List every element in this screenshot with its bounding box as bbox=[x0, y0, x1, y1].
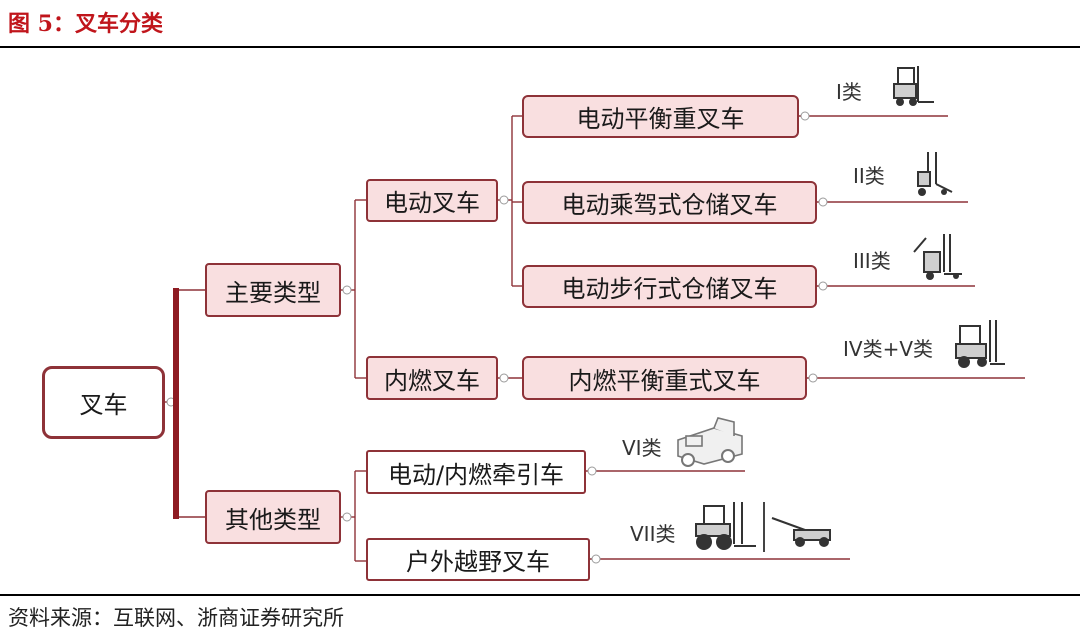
telehandler-icon bbox=[771, 517, 831, 547]
reach-truck-icon bbox=[917, 152, 953, 196]
node-electric-rider-warehouse: 电动乘驾式仓储叉车 bbox=[522, 181, 817, 224]
source-rule bbox=[0, 594, 1080, 596]
root-node: 叉车 bbox=[42, 366, 165, 439]
node-ic-counterbalance: 内燃平衡重式叉车 bbox=[522, 356, 807, 400]
label-class-3: III类 bbox=[853, 249, 891, 273]
counterbalance-forklift-icon bbox=[893, 66, 934, 106]
figure-title: 图 5：叉车分类 bbox=[8, 11, 163, 37]
node-main-types: 主要类型 bbox=[205, 263, 341, 317]
title-rule bbox=[0, 46, 1080, 48]
tow-tractor-icon bbox=[677, 417, 743, 467]
ic-forklift-icon bbox=[955, 320, 1005, 368]
rough-terrain-forklift-icon bbox=[695, 502, 756, 550]
label-class-7: VII类 bbox=[630, 522, 676, 546]
pallet-stacker-icon bbox=[913, 234, 962, 280]
node-tow-tractor: 电动/内燃牵引车 bbox=[366, 450, 586, 494]
node-electric-forklift: 电动叉车 bbox=[366, 179, 498, 222]
label-class-2: II类 bbox=[853, 164, 885, 188]
node-electric-counterbalance: 电动平衡重叉车 bbox=[522, 95, 799, 138]
node-ic-forklift: 内燃叉车 bbox=[366, 356, 498, 400]
node-electric-walkie-warehouse: 电动步行式仓储叉车 bbox=[522, 265, 817, 308]
label-class-1: I类 bbox=[836, 80, 862, 104]
label-class-4-5: IV类+V类 bbox=[843, 337, 934, 361]
label-class-6: VI类 bbox=[622, 436, 662, 460]
node-other-types: 其他类型 bbox=[205, 490, 341, 544]
source-note: 资料来源：互联网、浙商证券研究所 bbox=[8, 606, 344, 630]
node-rough-terrain: 户外越野叉车 bbox=[366, 538, 590, 581]
